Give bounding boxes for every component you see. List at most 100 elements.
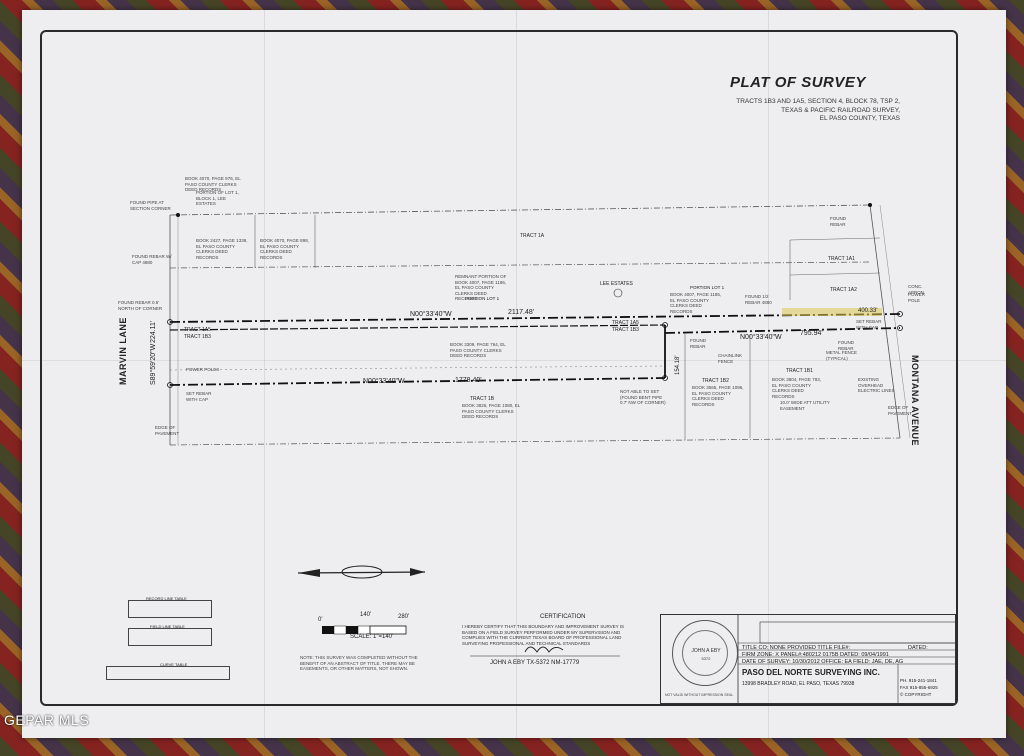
company-address: 13998 BRADLEY ROAD, EL PASO, TEXAS 79938	[742, 681, 855, 687]
surveyor-signature-name: JOHN A EBY TX-5372 NM-17779	[490, 660, 580, 666]
north-arrow-icon	[297, 565, 426, 579]
note: BOOK 3565, PAGE 1096, EL PASO COUNTY CLE…	[692, 385, 744, 407]
certification-text: I HEREBY CERTIFY THAT THIS BOUNDARY AND …	[462, 624, 625, 646]
note: METAL FENCE (TYPICAL)	[826, 350, 858, 361]
fold-line	[516, 10, 517, 738]
south-distance: 1778.40'	[455, 377, 482, 384]
tract-label: LEE ESTATES	[600, 281, 633, 287]
tract-label: PORTION LOT 1	[690, 285, 725, 290]
note: FOUND 1/2 REBAR 4880	[745, 294, 772, 305]
signature-mark	[524, 646, 564, 653]
scale-bar	[322, 625, 407, 635]
plat-subtitle: TRACTS 1B3 AND 1A5, SECTION 4, BLOCK 78,…	[700, 98, 900, 124]
north-boundary-line	[169, 204, 871, 216]
note: PORTION OF LOT 1, BLOCK 1, LEE ESTATES	[196, 190, 239, 206]
corner-marker	[662, 322, 668, 328]
note: BOOK 3309, PAGE 764, EL PASO COUNTY CLER…	[450, 342, 506, 358]
title-dated: DATED:	[908, 645, 928, 651]
lot-divider	[789, 272, 881, 276]
note: BOOK 4070, PAGE 898, EL PASO COUNTY CLER…	[260, 238, 309, 260]
corner-marker	[167, 319, 173, 325]
fax: FAX 915-855-6925	[900, 685, 938, 690]
south-bearing: N00°33'40"W	[363, 378, 405, 385]
corner-marker	[167, 382, 173, 388]
tract-label: TRACT 1A5	[612, 320, 639, 326]
lee-estates-marker	[613, 288, 623, 298]
note: EDGE OF PAVEMENT	[155, 425, 180, 436]
copyright: © COPYRIGHT	[900, 692, 932, 697]
found-rebar-marker	[868, 203, 872, 207]
curve-table	[106, 666, 230, 680]
seal-caption: NOT VALID WITHOUT IMPRESSION SEAL	[665, 693, 734, 697]
table-caption: RECORD LINE TABLE	[146, 596, 187, 601]
west-distance: 224.11'	[150, 320, 157, 343]
plat-title: PLAT OF SURVEY	[730, 74, 866, 91]
scale-zero: 0'	[318, 617, 323, 623]
mid-vertical-distance: 154.18'	[675, 355, 681, 376]
highlight-segment	[782, 308, 882, 316]
power-line	[169, 365, 666, 371]
top-right-distance: 400.33'	[858, 308, 878, 314]
corner-marker	[897, 325, 903, 331]
survey-sheet	[22, 10, 1006, 738]
plat-border	[40, 30, 958, 706]
subtitle-line: TRACTS 1B3 AND 1A5, SECTION 4, BLOCK 78,…	[736, 98, 900, 105]
subtitle-line: TEXAS & PACIFIC RAILROAD SURVEY,	[781, 106, 900, 114]
tract-label: TRACT 1B	[470, 396, 495, 402]
note: BOOK 2427, PAGE 1339, EL PASO COUNTY CLE…	[196, 238, 248, 260]
table-caption: CURVE TABLE	[160, 662, 188, 667]
fold-line	[22, 360, 1006, 361]
marvin-lane-label: MARVIN LANE	[118, 317, 128, 385]
date-of-survey-row: DATE OF SURVEY: 10/30/2012 OFFICE: EA FI…	[742, 659, 904, 665]
note: SET REBAR WITH CAP	[186, 391, 212, 402]
montana-edge	[879, 204, 911, 439]
montana-avenue-label: MONTANA AVENUE	[910, 355, 920, 446]
surveyor-seal-icon	[672, 620, 738, 686]
record-line-table	[128, 600, 212, 618]
note: 10.0' WIDE ATT UTILITY EASEMENT	[780, 400, 830, 411]
west-bearing: S89°59'20"W	[150, 343, 157, 385]
tract-label: TRACT 1A2	[830, 287, 857, 293]
scale-end: 280'	[398, 614, 410, 620]
note: CHAINLINK FENCE	[718, 353, 743, 364]
note: FOUND REBAR 0.6' NORTH OF CORNER	[118, 300, 163, 311]
note: POWER POLE	[908, 292, 926, 303]
seal-name: JOHN A EBY	[691, 648, 721, 654]
note: REMNANT PORTION OF BOOK 4007, PAGE 1186,…	[455, 274, 507, 301]
tract-label: TRACT 1A	[520, 233, 545, 239]
corner-marker	[897, 311, 903, 317]
note: NOT ABLE TO SET (FOUND BENT PIPE 0.7' NW…	[620, 389, 666, 405]
fold-line	[264, 10, 265, 738]
firm-zone-row: FIRM ZONE: X PANEL#:480212 0175B DATED: …	[742, 652, 889, 658]
note: BOOK 4070, PAGE 976, EL PASO COUNTY CLER…	[185, 176, 241, 192]
title-block	[660, 614, 956, 704]
note: BOOK 3826, PAGE 1080, EL PASO COUNTY CLE…	[462, 403, 521, 419]
south-boundary-line	[169, 437, 901, 446]
tract-label: TRACT 1B3	[184, 334, 211, 340]
note: BOOK 3804, PAGE 783, EL PASO COUNTY CLER…	[772, 377, 821, 399]
north-distance: 2117.48'	[508, 309, 535, 316]
scale-mid: 140'	[360, 612, 372, 618]
survey-note: NOTE: THIS SURVEY WAS COMPLETED WITHOUT …	[300, 655, 418, 671]
east-line-tract	[664, 327, 901, 334]
mls-watermark: GEPAR MLS	[4, 712, 90, 728]
note: FOUND REBAR	[830, 216, 846, 227]
tract-label: TRACT 1B1	[786, 368, 813, 374]
field-line-table	[128, 628, 212, 646]
note: SET REBAR WITH CAP	[856, 319, 882, 330]
certification-heading: CERTIFICATION	[540, 614, 586, 620]
corner-marker	[662, 375, 668, 381]
tract-inner-line	[169, 324, 666, 331]
table-caption: FIELD LINE TABLE	[150, 624, 185, 629]
note: CONC. APRON	[908, 284, 925, 295]
east-bearing: N00°33'40"W	[740, 334, 782, 341]
note: BOOK 4007, PAGE 1185, EL PASO COUNTY CLE…	[670, 292, 722, 314]
note: FOUND REBAR	[690, 338, 706, 349]
tract-label: TRACT 1A1	[828, 256, 855, 262]
lot-line	[169, 261, 871, 269]
tract-label: TRACT 1B3	[612, 327, 639, 333]
found-pipe-marker	[176, 213, 180, 217]
tract-label: PORTION LOT 1	[465, 296, 500, 301]
note: FOUND REBAR W/ CAP 4880	[132, 254, 172, 265]
